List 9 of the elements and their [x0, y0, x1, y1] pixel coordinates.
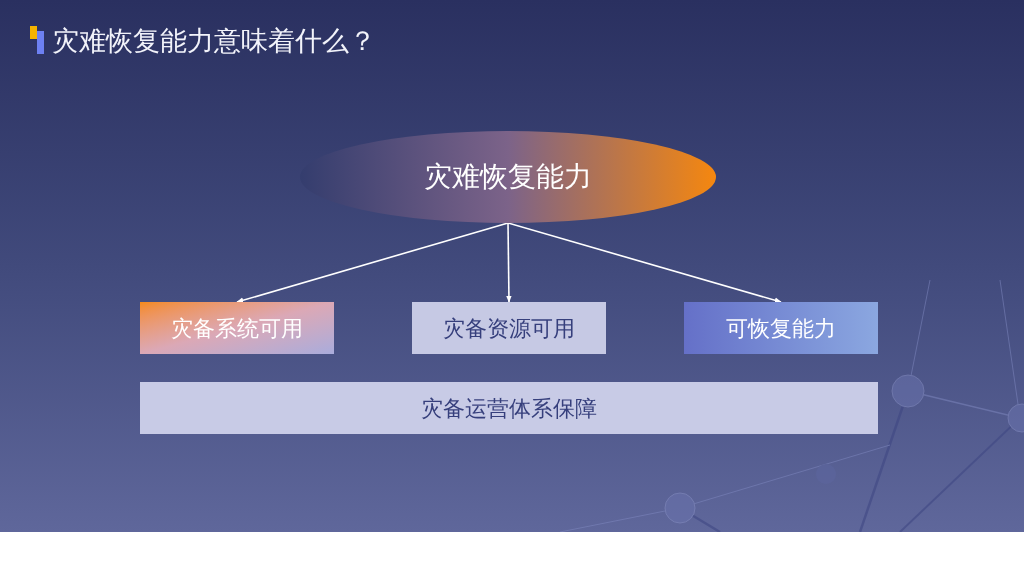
arrow [506, 222, 512, 303]
node-label: 灾难恢复能力 [424, 160, 592, 194]
capability-box: 灾备资源可用 [412, 302, 606, 354]
slide-title: 灾难恢复能力意味着什么？ [52, 25, 376, 58]
arrow [236, 222, 509, 303]
capability-box: 灾备系统可用 [140, 302, 334, 354]
foundation-band: 灾备运营体系保障 [140, 382, 878, 434]
capability-box: 可恢复能力 [684, 302, 878, 354]
arrow [507, 222, 782, 303]
